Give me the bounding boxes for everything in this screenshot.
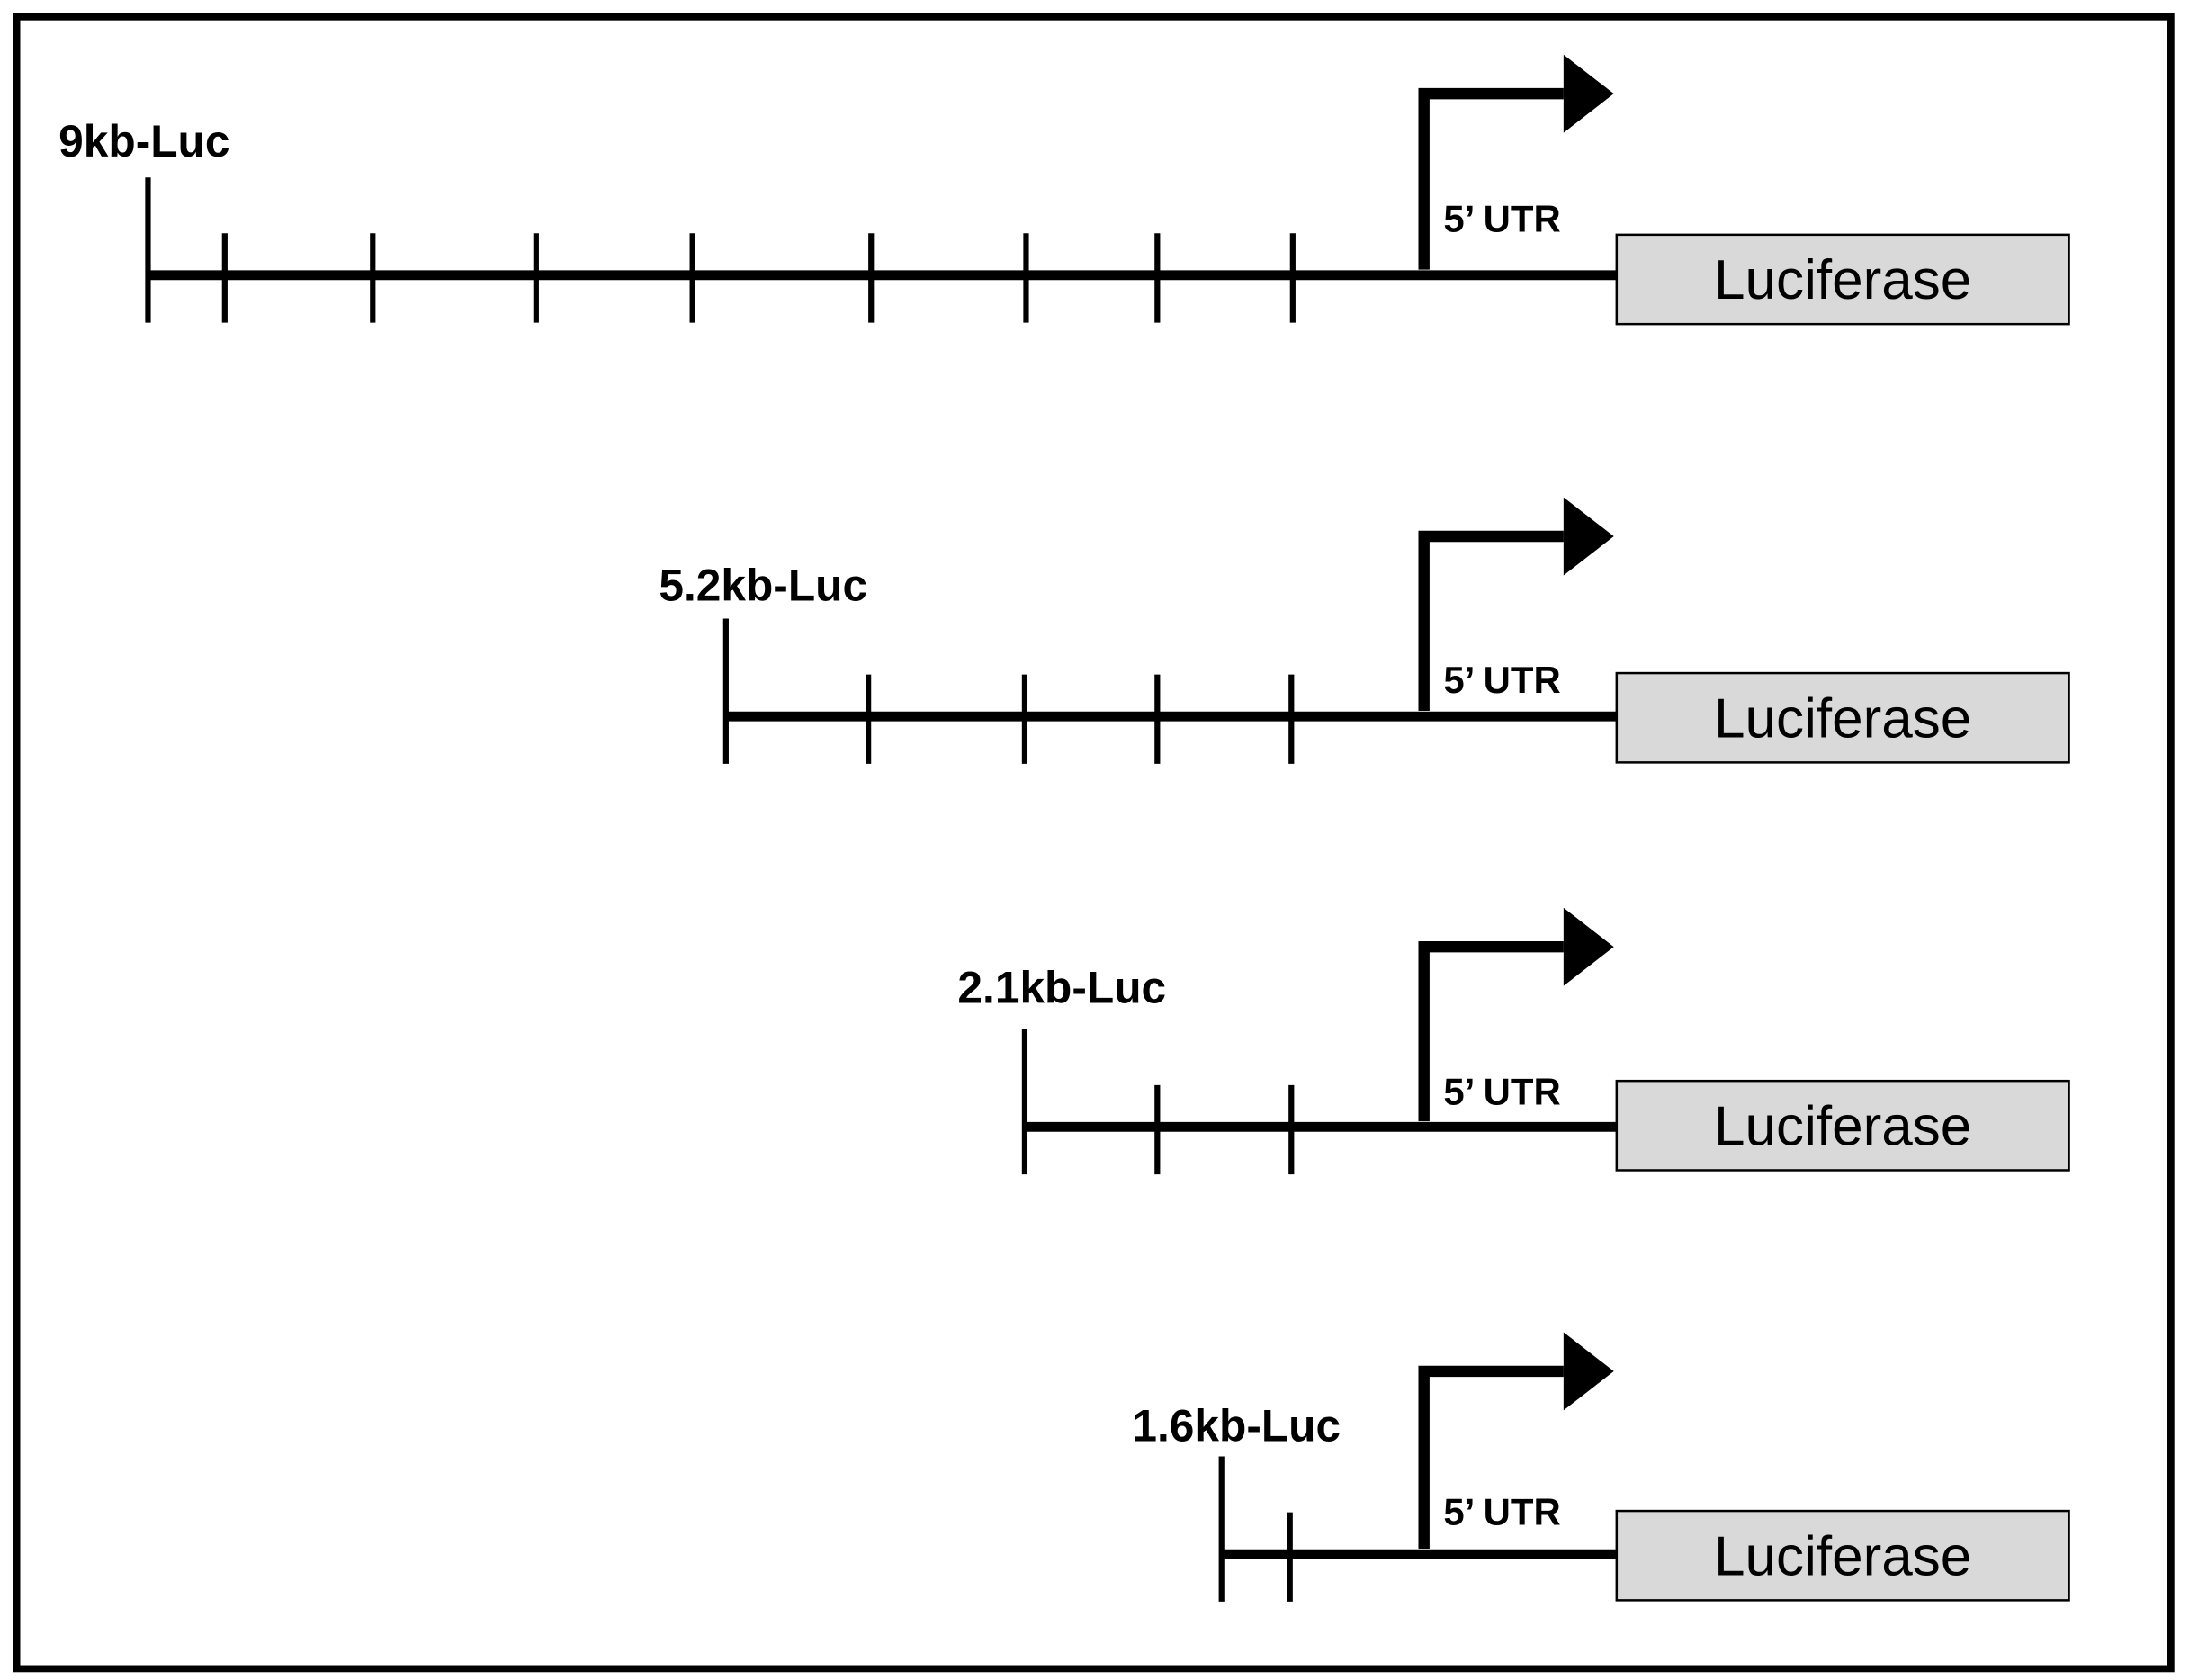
construct-1-6kb-luc: 1.6kb-Luc 5’ UTR Luciferase: [1132, 1332, 2070, 1602]
transcription-start-arrow: [1418, 1365, 1564, 1549]
construct-label: 9kb-Luc: [58, 116, 229, 166]
arrowhead-icon: [1563, 497, 1614, 576]
construct-5-2kb-luc: 5.2kb-Luc 5’ UTR Luciferase: [659, 497, 2070, 764]
utr-label: 5’ UTR: [1443, 659, 1560, 701]
utr-label: 5’ UTR: [1443, 198, 1560, 240]
luciferase-box: [1615, 1509, 2070, 1602]
arrowhead-icon: [1563, 54, 1614, 133]
luciferase-box: [1615, 671, 2070, 764]
arrowhead-icon: [1563, 1332, 1614, 1411]
transcription-start-arrow: [1418, 940, 1564, 1122]
luciferase-box: [1615, 233, 2070, 326]
utr-label: 5’ UTR: [1443, 1071, 1560, 1113]
construct-2-1kb-luc: 2.1kb-Luc 5’ UTR Luciferase: [957, 907, 2070, 1175]
construct-label: 2.1kb-Luc: [957, 962, 1166, 1012]
luciferase-label: Luciferase: [1714, 249, 1971, 311]
luciferase-label: Luciferase: [1714, 687, 1971, 750]
constructs-group: 9kb-Luc 5’ UTR Luciferase 5.2kb-Luc 5’ UTR Lu…: [58, 54, 2070, 1602]
luciferase-box: [1615, 1079, 2070, 1172]
transcription-start-arrow: [1418, 530, 1564, 711]
arrowhead-icon: [1563, 907, 1614, 986]
luciferase-label: Luciferase: [1714, 1096, 1971, 1158]
utr-label: 5’ UTR: [1443, 1491, 1560, 1533]
figure-frame: [13, 13, 2175, 1673]
construct-label: 5.2kb-Luc: [659, 560, 867, 610]
construct-label: 1.6kb-Luc: [1132, 1400, 1341, 1451]
luciferase-label: Luciferase: [1714, 1525, 1971, 1587]
construct-9kb-luc: 9kb-Luc 5’ UTR Luciferase: [58, 54, 2070, 326]
transcription-start-arrow: [1418, 87, 1564, 270]
